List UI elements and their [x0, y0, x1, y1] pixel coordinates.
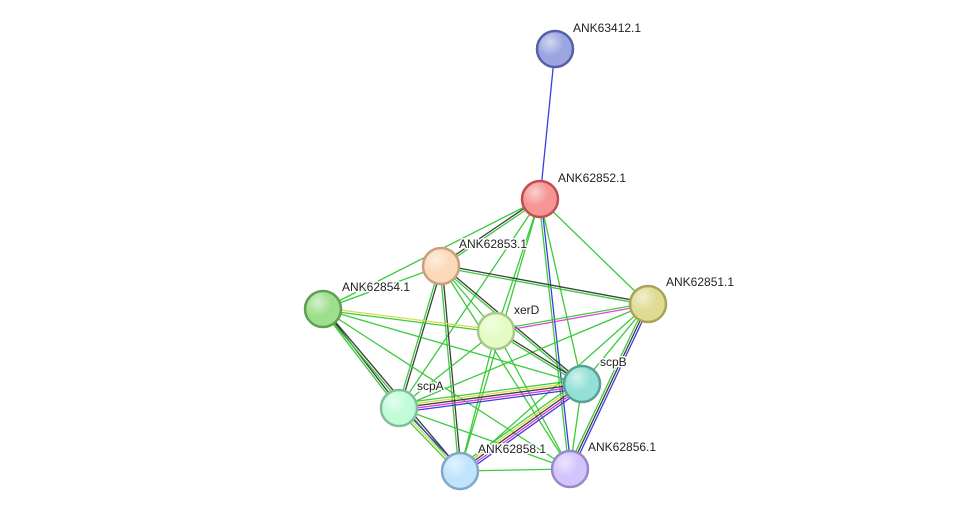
edge-line-coexpression — [398, 383, 583, 409]
node-scpB[interactable] — [562, 364, 602, 404]
node-ANK62853.1[interactable] — [421, 246, 461, 286]
edge-ANK62853.1-ANK62858.1[interactable] — [439, 265, 462, 472]
edge-line-textmining — [495, 302, 648, 331]
edge-ANK62853.1-ANK62856.1[interactable] — [440, 265, 571, 470]
edge-line-coexpression — [459, 383, 583, 472]
edge-line-database — [462, 387, 585, 476]
edge-line-textmining — [440, 265, 571, 470]
edge-line-experiments — [460, 385, 584, 474]
edge-ANK62853.1-ANK62854.1[interactable] — [322, 265, 442, 310]
edge-line-textmining — [459, 330, 497, 472]
edge-ANK62854.1-scpB[interactable] — [322, 308, 583, 385]
edge-line-coexpression — [441, 265, 462, 471]
edge-line-neighborhood — [398, 381, 582, 407]
node-label-ANK62856.1: ANK62856.1 — [588, 440, 656, 454]
edge-ANK62852.1-xerD[interactable] — [495, 198, 541, 332]
edge-xerD-ANK62858.1[interactable] — [459, 330, 497, 472]
node-label-scpA: scpA — [417, 379, 444, 393]
edge-scpA-ANK62856.1[interactable] — [398, 407, 571, 470]
node-circle[interactable] — [628, 284, 668, 324]
edge-line-textmining — [322, 308, 583, 385]
edge-ANK62853.1-ANK62851.1[interactable] — [440, 264, 649, 306]
node-label-ANK62852.1: ANK62852.1 — [558, 171, 626, 185]
edge-line-textmining — [440, 266, 648, 306]
edge-line-textmining — [322, 309, 496, 333]
nodes-layer — [303, 29, 668, 491]
edge-line-database — [399, 387, 583, 414]
node-label-ANK62851.1: ANK62851.1 — [666, 275, 734, 289]
node-circle[interactable] — [535, 29, 575, 69]
edge-ANK62854.1-xerD[interactable] — [322, 307, 497, 333]
node-label-ANK62853.1: ANK62853.1 — [459, 237, 527, 251]
edge-ANK62854.1-ANK62856.1[interactable] — [322, 308, 571, 470]
node-label-scpB: scpB — [600, 355, 627, 369]
node-ANK62852.1[interactable] — [520, 179, 560, 219]
edge-line-textmining — [322, 265, 442, 310]
edge-line-textmining — [398, 407, 571, 470]
edge-line-textmining — [322, 308, 571, 470]
edge-ANK63412.1-ANK62852.1[interactable] — [539, 48, 556, 200]
edge-line-coexpression — [569, 303, 649, 470]
node-label-ANK62858.1: ANK62858.1 — [478, 442, 546, 456]
node-circle[interactable] — [421, 246, 461, 286]
edge-line-database — [539, 48, 556, 200]
edge-line-textmining — [398, 303, 649, 409]
node-ANK62851.1[interactable] — [628, 284, 668, 324]
edge-ANK62851.1-ANK62856.1[interactable] — [567, 302, 651, 471]
edge-line-textmining — [539, 198, 649, 305]
node-circle[interactable] — [440, 451, 480, 491]
edge-line-coexpression — [441, 264, 649, 304]
node-circle[interactable] — [476, 311, 516, 351]
edge-line-database — [571, 304, 651, 471]
node-circle[interactable] — [550, 449, 590, 489]
edge-scpB-scpA[interactable] — [398, 378, 583, 414]
edge-line-textmining — [495, 198, 541, 332]
edge-line-neighborhood — [458, 381, 582, 470]
node-label-xerD: xerD — [514, 303, 540, 317]
edge-ANK62852.1-scpB[interactable] — [539, 198, 583, 385]
node-circle[interactable] — [562, 364, 602, 404]
edge-line-neighborhood — [323, 307, 497, 331]
node-ANK62854.1[interactable] — [303, 289, 343, 329]
edge-ANK62851.1-xerD[interactable] — [495, 302, 649, 333]
node-label-ANK62854.1: ANK62854.1 — [342, 280, 410, 294]
node-circle[interactable] — [379, 388, 419, 428]
edge-line-experiments — [496, 304, 649, 333]
node-scpA[interactable] — [379, 388, 419, 428]
edge-line-textmining — [567, 302, 647, 469]
node-xerD[interactable] — [476, 311, 516, 351]
edge-line-database — [540, 198, 572, 469]
edge-ANK62852.1-ANK62856.1[interactable] — [538, 198, 572, 470]
edge-line-textmining — [495, 330, 571, 470]
edge-line-textmining — [457, 379, 580, 468]
edge-line-textmining — [539, 198, 583, 385]
edges-layer — [321, 48, 651, 476]
edge-ANK62851.1-scpA[interactable] — [398, 303, 649, 409]
node-ANK62856.1[interactable] — [550, 449, 590, 489]
edge-line-experiments — [399, 385, 583, 411]
edge-scpB-ANK62858.1[interactable] — [457, 379, 585, 476]
node-label-ANK63412.1: ANK63412.1 — [573, 21, 641, 35]
labels-layer: ANK63412.1ANK62852.1ANK62853.1ANK62851.1… — [341, 20, 736, 458]
node-circle[interactable] — [520, 179, 560, 219]
node-circle[interactable] — [303, 289, 343, 329]
edge-line-textmining — [398, 378, 582, 405]
edge-line-coexpression — [323, 307, 462, 471]
edge-ANK62852.1-ANK62851.1[interactable] — [539, 198, 649, 305]
edge-xerD-ANK62856.1[interactable] — [495, 330, 571, 470]
edge-line-textmining — [538, 199, 570, 470]
node-ANK62858.1[interactable] — [440, 451, 480, 491]
node-ANK63412.1[interactable] — [535, 29, 575, 69]
